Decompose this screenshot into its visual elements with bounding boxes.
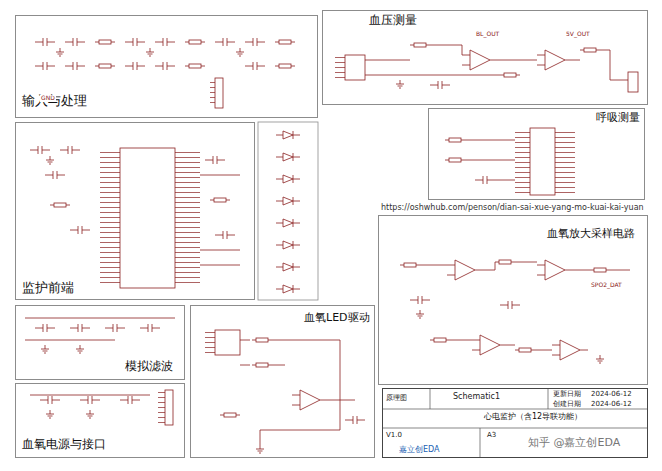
panel-heading: 血压测量 (368, 14, 418, 28)
panel-heading: 心电监护（含12导联功能） (483, 412, 583, 421)
sheet-label: 创建日期 (552, 400, 582, 408)
sheet-label: 更新日期 (552, 390, 582, 398)
schematic-panel: 输入与处理 (15, 15, 318, 118)
schematic-panel: 血氧电源与接口 (15, 383, 185, 458)
sheet-label: GND (40, 95, 56, 102)
panel-heading: 呼吸测量 (595, 112, 641, 125)
schematic-panel: 血压测量 (322, 10, 648, 105)
sheet-label: 5V_OUT (565, 31, 591, 38)
schematic-panel: 模拟滤波 (15, 305, 185, 380)
schematic-panel: 呼吸测量 (428, 108, 645, 200)
panel-heading: 血氧放大采样电路 (546, 228, 636, 241)
sheet-label: BL_OUT (475, 31, 500, 38)
sheet-label: A3 (486, 431, 497, 439)
panel-heading: 血氧LED驱动 (303, 312, 371, 325)
sheet-label: 2024-06-12 (590, 390, 633, 398)
sheet-label: 嘉立创EDA (398, 445, 441, 454)
sheet-label: 原理图 (385, 394, 408, 402)
sheet-label: 知乎 @嘉立创EDA (527, 437, 621, 450)
schematic-panel: 监护前端 (15, 122, 255, 300)
panel-heading: 监护前端 (21, 281, 75, 296)
sheet-label: SPO2_DAT (590, 282, 623, 289)
panel-heading: 血氧电源与接口 (21, 438, 107, 452)
sheet-label: Schematic1 (452, 392, 501, 401)
sheet-label: V1.0 (385, 431, 403, 439)
panel-heading: 模拟滤波 (124, 360, 174, 374)
schematic-panel: 血氧LED驱动 (190, 305, 375, 458)
sheet-label: https://oshwhub.com/penson/dian-sai-xue-… (380, 203, 645, 212)
schematic-panel: 血氧放大采样电路 (378, 215, 648, 385)
sheet-label: 2024-06-12 (590, 400, 633, 408)
